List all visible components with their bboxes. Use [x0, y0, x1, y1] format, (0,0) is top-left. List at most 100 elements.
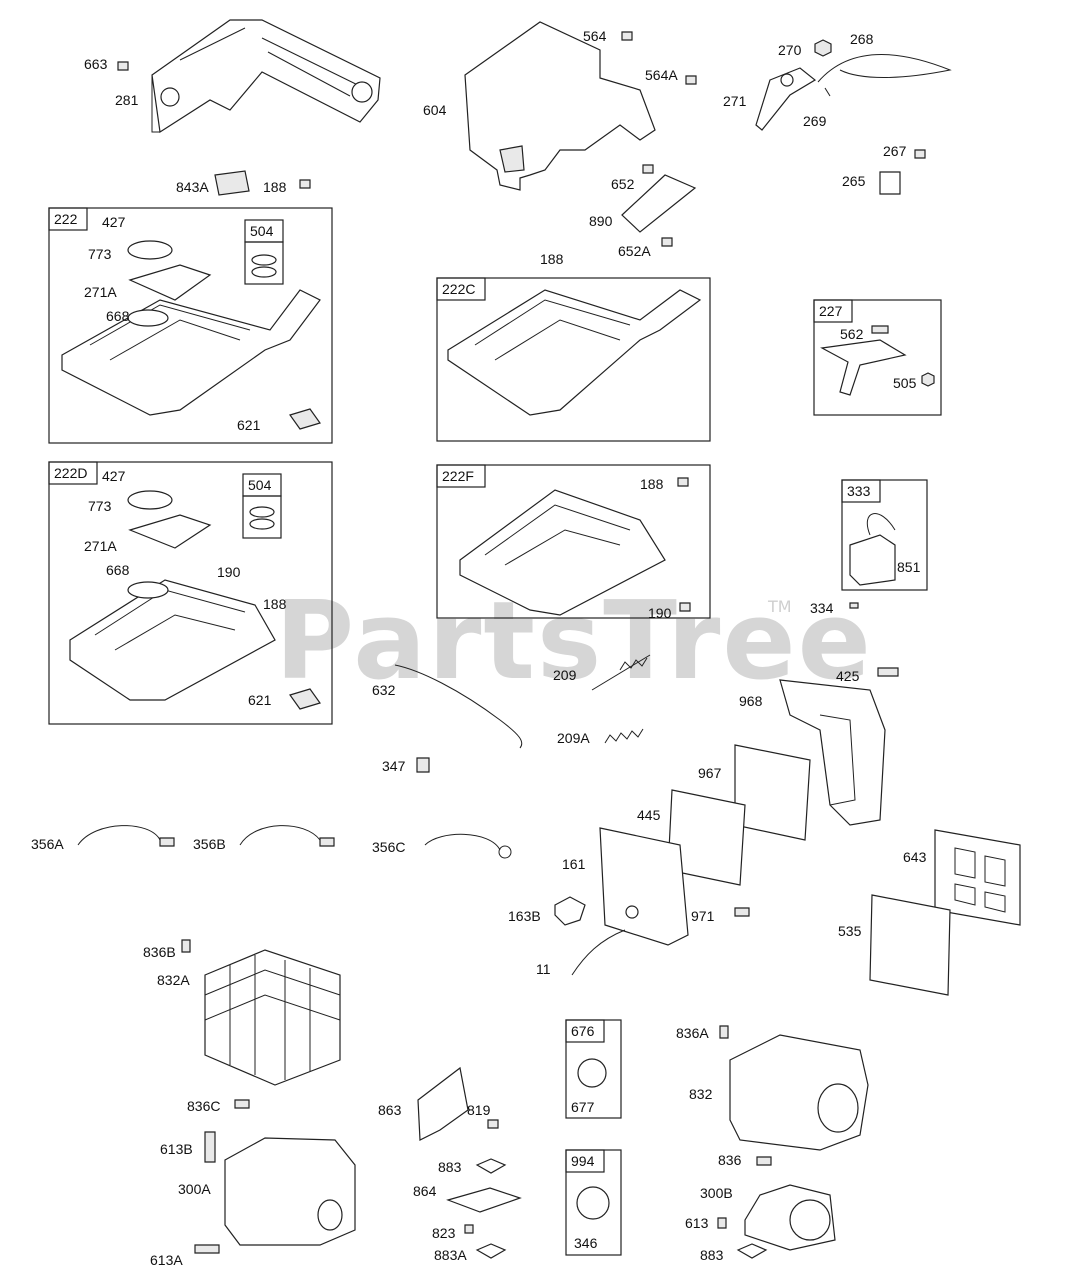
- label-427-a: 427: [102, 214, 126, 230]
- wire-356a[interactable]: [77, 825, 175, 847]
- screw-971-icon[interactable]: [734, 907, 750, 917]
- screw-652a-icon[interactable]: [661, 237, 673, 247]
- cable-268[interactable]: [817, 54, 952, 97]
- label-11: 11: [536, 961, 551, 977]
- screw-836c-icon[interactable]: [234, 1099, 250, 1109]
- label-863: 863: [378, 1102, 402, 1118]
- label-668-b: 668: [106, 562, 130, 578]
- label-668-a: 668: [106, 308, 130, 324]
- screw-267-icon[interactable]: [914, 149, 926, 159]
- screw-564a-icon[interactable]: [685, 75, 697, 85]
- label-663: 663: [84, 56, 108, 72]
- label-163b: 163B: [508, 908, 541, 924]
- svg-text:227: 227: [819, 303, 843, 319]
- label-836: 836: [718, 1152, 742, 1168]
- bracket-863[interactable]: [417, 1066, 469, 1141]
- label-971: 971: [691, 908, 715, 924]
- label-188-222f: 188: [640, 476, 664, 492]
- wire-356b[interactable]: [239, 825, 335, 847]
- spring-209a[interactable]: [604, 728, 644, 744]
- label-271a-a: 271A: [84, 284, 117, 300]
- label-836a: 836A: [676, 1025, 709, 1041]
- base-161[interactable]: [599, 827, 689, 946]
- gasket-163b[interactable]: [554, 896, 586, 926]
- muffler-300a[interactable]: [224, 1137, 356, 1246]
- clip-347-icon[interactable]: [416, 757, 430, 773]
- label-190-a: 190: [217, 564, 241, 580]
- label-188-top: 188: [263, 179, 287, 195]
- screw-188-icon[interactable]: [299, 179, 311, 189]
- cover-843a-icon[interactable]: [214, 170, 250, 196]
- nut-270-icon[interactable]: [814, 39, 832, 57]
- screw-564-icon[interactable]: [621, 31, 633, 41]
- screw-425-icon[interactable]: [877, 667, 899, 677]
- bracket-890[interactable]: [621, 174, 697, 233]
- filter-535[interactable]: [869, 894, 951, 996]
- label-832: 832: [689, 1086, 713, 1102]
- control-bracket-281[interactable]: [151, 19, 381, 134]
- filter-967[interactable]: [734, 744, 811, 841]
- label-883a: 883A: [434, 1247, 467, 1263]
- label-604: 604: [423, 102, 447, 118]
- plate-864[interactable]: [446, 1187, 522, 1213]
- label-445: 445: [637, 807, 661, 823]
- guard-832a[interactable]: [204, 949, 341, 1086]
- label-356a: 356A: [31, 836, 64, 852]
- label-268: 268: [850, 31, 874, 47]
- label-864: 864: [413, 1183, 437, 1199]
- label-161: 161: [562, 856, 586, 872]
- kit-box-333: 333: [841, 479, 928, 591]
- label-652: 652: [611, 176, 635, 192]
- kit-box-222c: 222C: [436, 277, 711, 442]
- svg-text:504: 504: [248, 477, 272, 493]
- svg-text:504: 504: [250, 223, 274, 239]
- label-427-b: 427: [102, 468, 126, 484]
- kit-box-227: 227: [813, 299, 942, 416]
- screw-836-icon[interactable]: [756, 1156, 772, 1166]
- label-300a: 300A: [178, 1181, 211, 1197]
- wire-356c[interactable]: [424, 833, 512, 859]
- screw-613-icon[interactable]: [717, 1217, 727, 1229]
- blower-housing-604[interactable]: [464, 21, 656, 191]
- screw-836b-icon[interactable]: [181, 939, 191, 953]
- muffler-guard-832[interactable]: [729, 1034, 869, 1151]
- screw-823-icon[interactable]: [464, 1224, 474, 1234]
- tube-11[interactable]: [571, 929, 626, 976]
- label-265: 265: [842, 173, 866, 189]
- cover-643[interactable]: [934, 829, 1021, 926]
- label-188-mid: 188: [540, 251, 564, 267]
- kit-box-222: 222 504: [48, 207, 333, 444]
- label-773-b: 773: [88, 498, 112, 514]
- label-832a: 832A: [157, 972, 190, 988]
- label-621-b: 621: [248, 692, 272, 708]
- gasket-883b[interactable]: [736, 1243, 768, 1259]
- screw-613b-icon[interactable]: [204, 1131, 216, 1163]
- label-347: 347: [382, 758, 406, 774]
- label-209a: 209A: [557, 730, 590, 746]
- label-270: 270: [778, 42, 802, 58]
- gasket-883a-top[interactable]: [475, 1158, 507, 1174]
- spring-209[interactable]: [591, 654, 651, 691]
- screw-836a-icon[interactable]: [719, 1025, 729, 1039]
- gasket-883a[interactable]: [475, 1243, 507, 1259]
- screw-334-icon[interactable]: [849, 602, 859, 609]
- label-883: 883: [438, 1159, 462, 1175]
- screw-819-icon[interactable]: [487, 1119, 499, 1129]
- control-lever-271[interactable]: [755, 67, 817, 131]
- kit-box-222d: 222D 504: [48, 461, 333, 725]
- label-819: 819: [467, 1102, 491, 1118]
- label-652a: 652A: [618, 243, 651, 259]
- muffler-300b[interactable]: [744, 1184, 836, 1251]
- screw-613a-icon[interactable]: [194, 1244, 220, 1254]
- watermark-tm: TM: [767, 597, 792, 616]
- label-271a-b: 271A: [84, 538, 117, 554]
- label-967: 967: [698, 765, 722, 781]
- clip-265-icon[interactable]: [879, 171, 901, 195]
- screw-652-icon[interactable]: [642, 164, 654, 174]
- cover-968[interactable]: [779, 679, 886, 826]
- label-209: 209: [553, 667, 577, 683]
- link-632[interactable]: [394, 664, 523, 749]
- label-535: 535: [838, 923, 862, 939]
- label-890: 890: [589, 213, 613, 229]
- screw-663-icon[interactable]: [117, 61, 129, 71]
